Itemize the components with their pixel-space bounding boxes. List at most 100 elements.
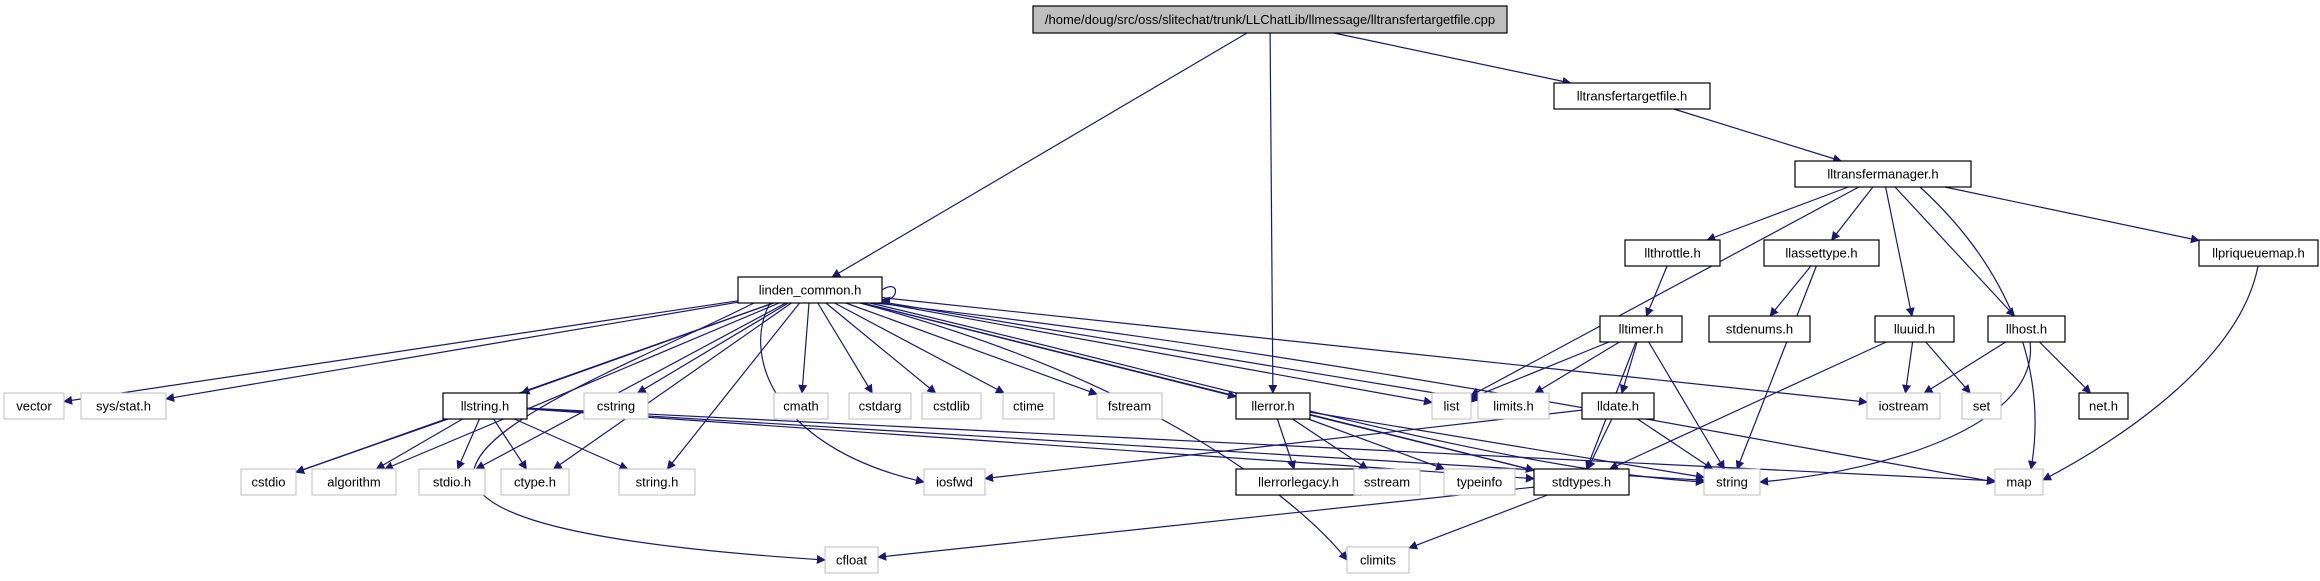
node-lluuid_h[interactable]: lluuid.h xyxy=(1874,315,1955,343)
node-limits_h: limits.h xyxy=(1477,392,1550,420)
edge-linden_common_h-to-cstdarg xyxy=(817,302,873,394)
node-box-lltransfermanager_h xyxy=(1794,160,1972,188)
node-cstdarg: cstdarg xyxy=(848,392,912,420)
edge-linden_common_h-to-algorithm xyxy=(384,302,780,471)
edge-lldate_h-to-iosfwd xyxy=(984,409,1583,483)
node-box-lluuid_h xyxy=(1874,315,1955,343)
node-llhost_h[interactable]: llhost.h xyxy=(1987,315,2066,343)
node-label-cmath: cmath xyxy=(783,399,818,414)
edge-llerror_h-to-string xyxy=(1309,411,1705,481)
edge-linden_common_h-to-string_h xyxy=(666,302,801,470)
node-stdio_h: stdio.h xyxy=(418,468,486,496)
node-box-llpriqueuemap_h xyxy=(2198,239,2319,267)
node-label-lldate_h: lldate.h xyxy=(1597,399,1639,414)
node-label-lltimer_h: lltimer.h xyxy=(1619,322,1664,337)
edge-root-to-lltransfertargetfile_h xyxy=(1333,32,1572,86)
node-box-root xyxy=(1032,5,1508,34)
edge-linden_common_h-to-linden_common_h xyxy=(881,286,897,306)
node-iostream: iostream xyxy=(1866,392,1941,420)
node-label-root: /home/doug/src/oss/slitechat/trunk/LLCha… xyxy=(1045,12,1495,27)
node-box-fstream xyxy=(1096,392,1163,420)
edge-llerror_h-to-sstream xyxy=(1292,418,1369,470)
edge-linden_common_h-to-cfloat xyxy=(472,302,826,564)
node-box-stdio_h xyxy=(418,468,486,496)
edge-linden_common_h-to-stdio_h xyxy=(475,302,787,470)
node-box-stdenums_h xyxy=(1708,315,1811,343)
node-box-lldate_h xyxy=(1581,392,1655,420)
node-llerrorlegacy_h[interactable]: llerrorlegacy.h xyxy=(1235,468,1362,496)
node-box-lltransfertargetfile_h xyxy=(1553,82,1711,110)
edge-lltransfermanager_h-to-map xyxy=(1919,186,2037,470)
edge-llerror_h-to-typeinfo xyxy=(1308,418,1446,471)
edge-lluuid_h-to-set xyxy=(1925,341,1971,394)
edge-llthrottle_h-to-lltimer_h xyxy=(1645,265,1668,317)
edge-linden_common_h-to-cstdlib xyxy=(825,302,937,394)
edge-llstring_h-to-cstdio xyxy=(295,418,449,474)
node-label-lltransfertargetfile_h: lltransfertargetfile.h xyxy=(1577,89,1688,104)
node-label-net_h: net.h xyxy=(2089,399,2118,414)
node-label-cstdarg: cstdarg xyxy=(859,399,902,414)
edge-llpriqueuemap_h-to-map xyxy=(2042,265,2259,481)
node-box-iostream xyxy=(1866,392,1941,420)
node-box-set xyxy=(1961,392,2002,420)
node-label-sys_stat_h: sys/stat.h xyxy=(96,399,151,414)
edge-llstring_h-to-string_h xyxy=(514,418,629,470)
edge-lltransfermanager_h-to-llpriqueuemap_h xyxy=(1944,186,2200,244)
node-label-algorithm: algorithm xyxy=(327,475,380,490)
node-label-llassettype_h: llassettype.h xyxy=(1785,246,1857,261)
node-label-cfloat: cfloat xyxy=(836,553,867,568)
node-string: string xyxy=(1703,468,1761,496)
node-label-typeinfo: typeinfo xyxy=(1457,475,1503,490)
edge-lluuid_h-to-iostream xyxy=(1902,341,1914,394)
node-lltransfermanager_h[interactable]: lltransfermanager.h xyxy=(1794,160,1972,188)
node-root[interactable]: /home/doug/src/oss/slitechat/trunk/LLCha… xyxy=(1032,5,1508,34)
node-vector: vector xyxy=(3,392,65,420)
node-box-typeinfo xyxy=(1443,468,1516,496)
node-cstring: cstring xyxy=(583,392,649,420)
node-box-map xyxy=(1994,468,2044,496)
node-lldate_h[interactable]: lldate.h xyxy=(1581,392,1655,420)
node-box-limits_h xyxy=(1477,392,1550,420)
node-label-cstdio: cstdio xyxy=(252,475,286,490)
node-box-llhost_h xyxy=(1987,315,2066,343)
node-cstdlib: cstdlib xyxy=(921,392,982,420)
node-sstream: sstream xyxy=(1353,468,1421,496)
node-lltransfertargetfile_h[interactable]: lltransfertargetfile.h xyxy=(1553,82,1711,110)
node-box-cstdarg xyxy=(848,392,912,420)
node-label-llthrottle_h: llthrottle.h xyxy=(1644,246,1700,261)
node-typeinfo: typeinfo xyxy=(1443,468,1516,496)
node-stdenums_h[interactable]: stdenums.h xyxy=(1708,315,1811,343)
edges-layer xyxy=(63,32,2259,564)
edge-lltimer_h-to-string xyxy=(1648,341,1725,470)
node-linden_common_h[interactable]: linden_common.h xyxy=(737,276,883,304)
edge-linden_common_h-to-cmath xyxy=(798,302,810,394)
node-llerror_h[interactable]: llerror.h xyxy=(1235,392,1311,420)
node-label-lluuid_h: lluuid.h xyxy=(1894,322,1935,337)
node-cfloat: cfloat xyxy=(824,546,879,574)
node-list: list xyxy=(1431,392,1472,420)
node-llstring_h[interactable]: llstring.h xyxy=(442,392,528,420)
edge-root-to-linden_common_h xyxy=(831,32,1248,278)
node-stdtypes_h[interactable]: stdtypes.h xyxy=(1533,468,1630,496)
edge-linden_common_h-to-cstring xyxy=(636,302,789,394)
edge-llhost_h-to-string xyxy=(1759,341,2031,486)
node-box-cmath xyxy=(773,392,829,420)
node-map: map xyxy=(1994,468,2044,496)
node-label-vector: vector xyxy=(16,399,52,414)
node-llassettype_h[interactable]: llassettype.h xyxy=(1763,239,1880,267)
node-label-string: string xyxy=(1716,475,1748,490)
edge-linden_common_h-to-climits xyxy=(859,302,1348,561)
node-label-iostream: iostream xyxy=(1879,399,1929,414)
node-cmath: cmath xyxy=(773,392,829,420)
node-llpriqueuemap_h[interactable]: llpriqueuemap.h xyxy=(2198,239,2319,267)
node-llthrottle_h[interactable]: llthrottle.h xyxy=(1624,239,1721,267)
edge-llerror_h-to-stdtypes_h xyxy=(1309,414,1535,473)
node-box-ctype_h xyxy=(500,468,570,496)
node-label-limits_h: limits.h xyxy=(1493,399,1533,414)
node-label-linden_common_h: linden_common.h xyxy=(759,283,862,298)
node-lltimer_h[interactable]: lltimer.h xyxy=(1599,315,1683,343)
node-net_h[interactable]: net.h xyxy=(2078,392,2129,420)
node-box-llassettype_h xyxy=(1763,239,1880,267)
node-climits: climits xyxy=(1346,546,1410,574)
